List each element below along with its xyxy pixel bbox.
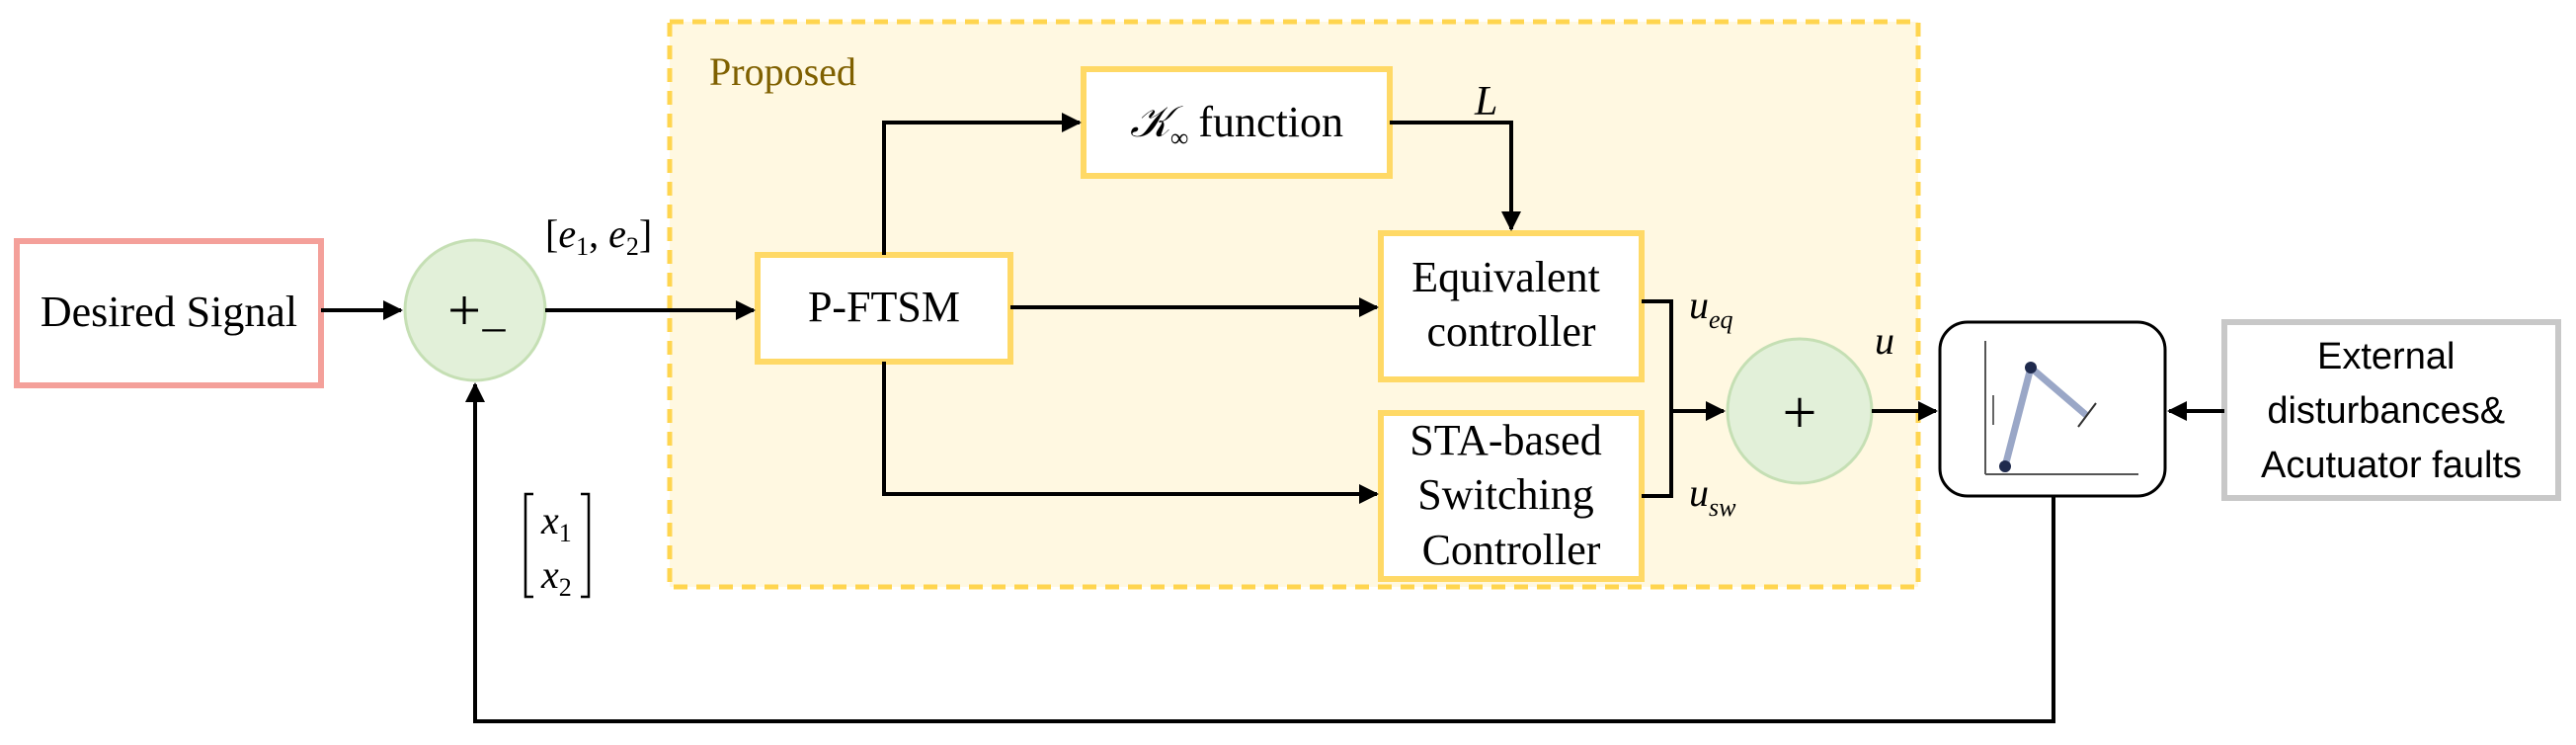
sta-switching-controller-block (1378, 410, 1645, 582)
robot-arm-icon (1984, 341, 2138, 475)
desired-signal-label: Desired Signal (40, 288, 297, 336)
equivalent-controller-label: Equivalent controller (1411, 253, 1611, 356)
arrow-pftsm-to-sta (882, 362, 1379, 504)
robot-plant-block (1938, 320, 2167, 498)
l-signal-label: L (1474, 79, 1497, 124)
proposed-label: Proposed (709, 49, 856, 94)
arrow-pftsm-to-kinf (882, 113, 1082, 255)
arrow-kinf-to-equivalent (1390, 121, 1521, 231)
external-disturbances-block (2221, 319, 2561, 501)
external-disturbances-label: External disturbances& Acutuator faults (2261, 336, 2522, 486)
state-vector-label: x1 x2 (523, 492, 591, 602)
svg-text:x2: x2 (540, 552, 572, 602)
sum1-plus: + (447, 278, 481, 343)
error-signal-label: [e1, e2] (545, 211, 652, 261)
sta-switching-controller-label: STA-based Switching Controller (1409, 416, 1612, 574)
ueq-signal-label: ueq (1689, 283, 1733, 334)
svg-text:x1: x1 (540, 498, 572, 547)
desired-signal-block (14, 238, 324, 388)
pftsm-block (755, 252, 1013, 365)
k-infinity-function-block (1081, 66, 1393, 179)
arrow-feedback-to-sum1 (465, 382, 2055, 723)
sum2-plus: + (1783, 379, 1817, 447)
sum1-minus: – (482, 300, 507, 351)
line-equivalent-to-merge (1642, 299, 1673, 411)
usw-signal-label: usw (1689, 470, 1736, 522)
connections (321, 113, 2224, 723)
pftsm-label: P-FTSM (808, 283, 960, 331)
equivalent-controller-block (1378, 230, 1645, 382)
line-sta-to-merge (1642, 411, 1673, 498)
k-infinity-label: 𝒦∞function (1130, 98, 1343, 152)
u-signal-label: u (1875, 318, 1894, 363)
